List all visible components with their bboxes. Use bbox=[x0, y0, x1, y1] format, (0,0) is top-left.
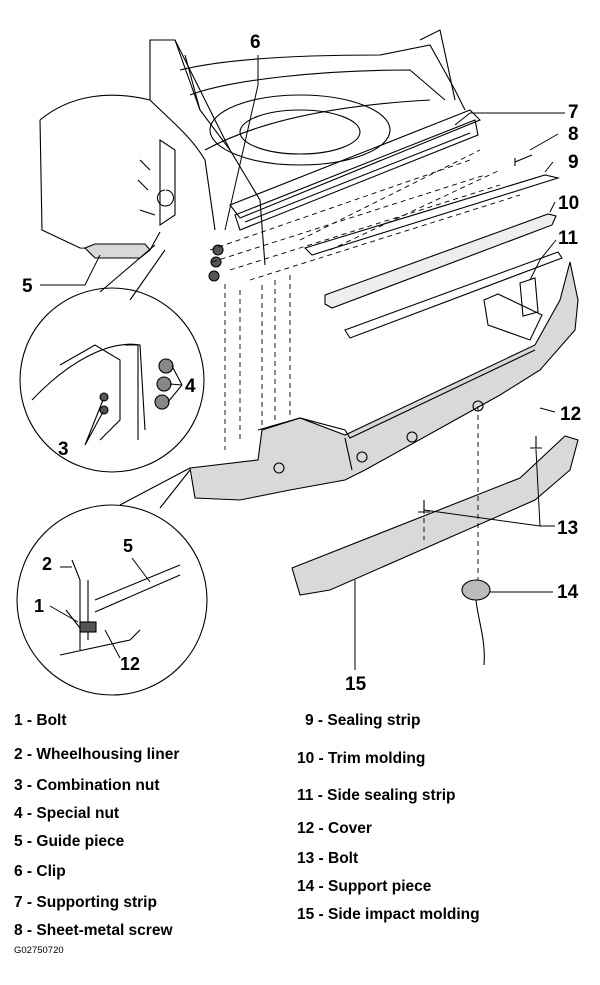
legend-item-3: 3 - Combination nut bbox=[14, 777, 160, 794]
callout-7: 7 bbox=[568, 102, 579, 123]
legend-item-11: 11 - Side sealing strip bbox=[297, 787, 456, 804]
side-sealing-strip bbox=[519, 277, 539, 317]
callout-2: 2 bbox=[42, 554, 52, 574]
guide-piece bbox=[84, 243, 151, 259]
exploded-view-diagram: 6 7 8 9 10 11 5 4 3 12 13 14 15 5 2 1 12 bbox=[16, 29, 581, 696]
legend-item-1: 1 - Bolt bbox=[14, 712, 67, 729]
legend-item-9: 9 - Sealing strip bbox=[305, 712, 421, 729]
callout-10: 10 bbox=[558, 193, 579, 214]
callout-5-detail: 5 bbox=[123, 536, 133, 556]
callout-12-detail: 12 bbox=[120, 654, 140, 674]
callout-13: 13 bbox=[557, 518, 578, 539]
vehicle-body bbox=[39, 29, 466, 266]
bumper-cover bbox=[189, 261, 579, 501]
trim-molding-inner bbox=[344, 251, 563, 339]
legend-item-2: 2 - Wheelhousing liner bbox=[14, 746, 180, 763]
legend-item-8: 8 - Sheet-metal screw bbox=[14, 922, 173, 939]
legend-item-4: 4 - Special nut bbox=[14, 805, 120, 822]
callout-4: 4 bbox=[185, 376, 196, 397]
figure-id: G02750720 bbox=[14, 945, 64, 956]
detail-view-upper bbox=[19, 244, 205, 473]
callout-3: 3 bbox=[58, 439, 69, 460]
callout-11: 11 bbox=[558, 228, 579, 249]
legend-item-14: 14 - Support piece bbox=[297, 878, 432, 895]
callout-9: 9 bbox=[568, 152, 579, 173]
legend-item-7: 7 - Supporting strip bbox=[14, 894, 157, 911]
support-piece bbox=[461, 579, 491, 666]
callout-5: 5 bbox=[22, 276, 33, 297]
legend-item-6: 6 - Clip bbox=[14, 863, 66, 880]
legend-item-5: 5 - Guide piece bbox=[14, 833, 125, 850]
legend-item-13: 13 - Bolt bbox=[297, 850, 359, 867]
callout-6: 6 bbox=[250, 32, 261, 53]
trim-molding bbox=[324, 213, 557, 309]
callouts: 6 7 8 9 10 11 5 4 3 12 13 14 15 5 2 1 12 bbox=[22, 32, 581, 695]
side-impact-molding bbox=[291, 435, 579, 596]
callout-14: 14 bbox=[557, 582, 579, 603]
sheet-metal-screw bbox=[514, 154, 533, 166]
clips bbox=[208, 244, 224, 282]
callout-15: 15 bbox=[345, 674, 367, 695]
detail-view-lower bbox=[16, 467, 208, 696]
legend-item-15: 15 - Side impact molding bbox=[297, 906, 480, 923]
legend-item-12: 12 - Cover bbox=[297, 820, 372, 837]
callout-12: 12 bbox=[560, 404, 581, 425]
callout-1: 1 bbox=[34, 596, 44, 616]
leader-lines bbox=[40, 55, 565, 670]
assembly-lines bbox=[209, 149, 537, 580]
sealing-strip bbox=[303, 174, 561, 256]
supporting-strip bbox=[229, 109, 481, 231]
legend-item-10: 10 - Trim molding bbox=[297, 750, 426, 767]
callout-8: 8 bbox=[568, 124, 579, 145]
